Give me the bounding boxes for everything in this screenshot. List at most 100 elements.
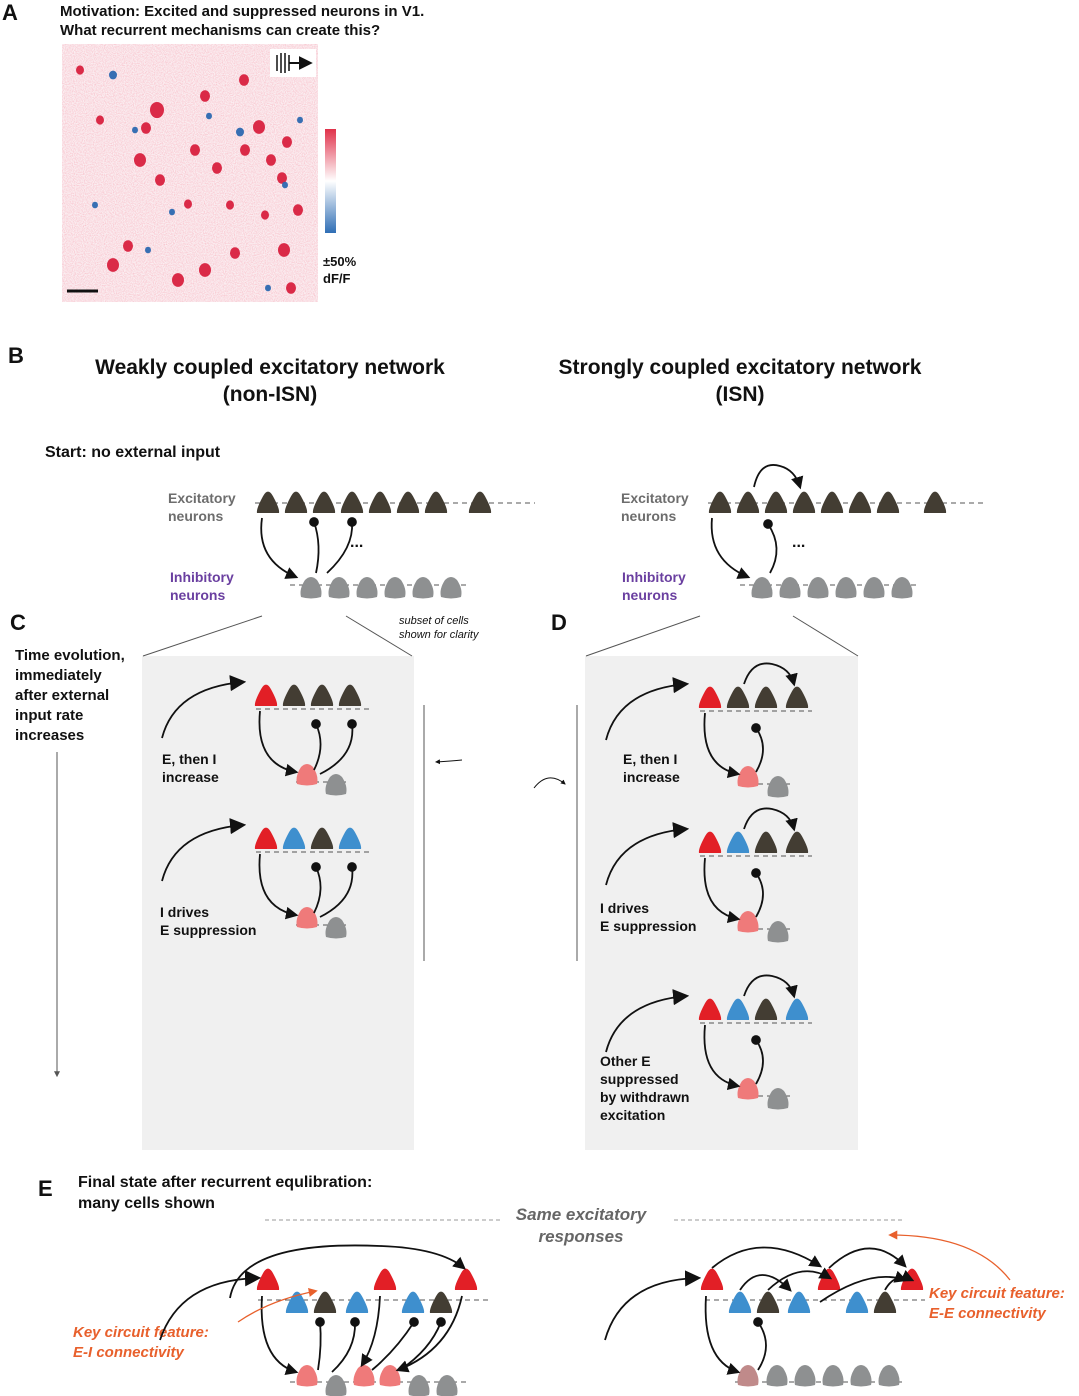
- excitatory-neuron: [708, 491, 732, 513]
- colorbar: [325, 129, 336, 233]
- c-step2-line1: I drives: [160, 904, 210, 920]
- excited-cell: [240, 144, 250, 156]
- excitatory-neuron: [313, 1291, 337, 1313]
- calcium-image: [62, 44, 318, 302]
- panel-letter-e: E: [38, 1176, 53, 1201]
- excited-cell: [155, 174, 165, 186]
- i-to-e-connection: [326, 517, 357, 574]
- panel-e-title-line2: many cells shown: [78, 1195, 215, 1212]
- inhibitory-neuron: [737, 1365, 759, 1387]
- panel-e-title-line1: Final state after recurrent equlibration…: [78, 1174, 373, 1191]
- same-responses-label: Same excitatory responses: [486, 1204, 676, 1248]
- d-step3-line4: excitation: [600, 1107, 666, 1123]
- excitatory-neuron: [340, 491, 364, 513]
- excited-cell: [212, 162, 222, 174]
- left-inh-label: Inhibitory neurons: [170, 568, 234, 604]
- inhibitory-neuron: [891, 577, 913, 599]
- time-line1: Time evolution,: [15, 647, 125, 664]
- d-step2-line2: E suppression: [600, 918, 697, 934]
- right-inh-line1: Inhibitory: [622, 569, 686, 585]
- excitatory-neuron: [923, 491, 947, 513]
- excited-cell: [293, 204, 303, 216]
- right-exc-label: Excitatory neurons: [621, 489, 689, 525]
- excited-cell: [226, 200, 234, 210]
- excited-cell: [184, 199, 192, 209]
- inhibitory-neuron: [440, 577, 462, 599]
- colorbar-scale-label: ±50% dF/F: [323, 253, 356, 287]
- time-line2: immediately: [15, 667, 102, 684]
- inhibitory-neuron: [412, 577, 434, 599]
- suppressed-cell: [282, 181, 288, 189]
- excited-cell: [253, 120, 265, 134]
- right-key-feature: Key circuit feature: E-E connectivity: [929, 1284, 1065, 1324]
- suppressed-cell: [206, 112, 212, 120]
- excitatory-neuron: [756, 1291, 780, 1313]
- suppressed-cell: [92, 201, 98, 209]
- d-step3-line2: suppressed: [600, 1071, 679, 1087]
- e-to-e-connection: [819, 1270, 908, 1303]
- suppressed-cell: [297, 116, 303, 124]
- d-step1-line1: E, then I: [623, 751, 678, 767]
- excitatory-neuron: [396, 491, 420, 513]
- d-step2-label: I drives E suppression: [600, 899, 696, 935]
- panel-letter-c: C: [10, 610, 26, 635]
- suppressed-cell: [169, 208, 175, 216]
- c-step1-line2: increase: [162, 769, 219, 785]
- d-step3-line1: Other E: [600, 1053, 651, 1069]
- excitatory-neuron: [820, 491, 844, 513]
- right-key-line2: E-E connectivity: [929, 1305, 1046, 1322]
- same-line2: responses: [538, 1227, 624, 1246]
- left-exc-line1: Excitatory: [168, 490, 236, 506]
- active-inhibitory-neuron: [296, 1365, 318, 1387]
- excitatory-neuron: [764, 491, 788, 513]
- e-to-e-connection: [884, 1270, 915, 1291]
- e-to-i-connection: [260, 517, 299, 579]
- inhibitory-neuron: [807, 577, 829, 599]
- colorbar-scale-line1: ±50%: [323, 254, 357, 269]
- suppressed-cell: [145, 246, 151, 254]
- same-line1: Same excitatory: [515, 1205, 647, 1224]
- excitatory-neuron: [873, 1291, 897, 1313]
- driven-excitatory-neuron: [817, 1268, 841, 1290]
- i-to-e-connection: [753, 1317, 767, 1371]
- excited-cell: [200, 90, 210, 102]
- i-to-e-connection: [315, 1317, 325, 1371]
- excited-cell: [123, 240, 133, 252]
- excited-cell: [76, 65, 84, 75]
- time-evolution-label: Time evolution, immediately after extern…: [15, 646, 125, 746]
- excited-cell: [230, 247, 240, 259]
- c-step1-line1: E, then I: [162, 751, 217, 767]
- driven-excitatory-neuron: [256, 1268, 280, 1290]
- inhibitory-neuron: [794, 1365, 816, 1387]
- e-to-i-connection: [704, 1295, 741, 1375]
- right-inh-line2: neurons: [622, 587, 678, 603]
- excited-cell: [190, 144, 200, 156]
- excitatory-neuron: [285, 1291, 309, 1313]
- external-input-arrow: [229, 1244, 466, 1299]
- excited-cell: [107, 258, 119, 272]
- right-network-header: Strongly coupled excitatory network (ISN…: [510, 354, 970, 408]
- excitatory-neuron: [845, 1291, 869, 1313]
- suppressed-cell: [109, 70, 117, 80]
- left-header-line1: Weakly coupled excitatory network: [95, 356, 445, 379]
- i-to-e-connection: [763, 519, 778, 574]
- inhibitory-neuron: [822, 1365, 844, 1387]
- i-to-e-connection: [309, 517, 320, 574]
- inhibitory-neuron: [863, 577, 885, 599]
- excitatory-neuron: [787, 1291, 811, 1313]
- panel-a-title-line2: What recurrent mechanisms can create thi…: [60, 22, 381, 39]
- excited-cell: [239, 74, 249, 86]
- d-step2-line1: I drives: [600, 900, 650, 916]
- e-to-e-connection: [767, 1267, 833, 1291]
- colorbar-scale-line2: dF/F: [323, 271, 351, 286]
- e-to-e-connection: [739, 1274, 792, 1292]
- excitatory-neuron: [312, 491, 336, 513]
- panel-a-title-line1: Motivation: Excited and suppressed neuro…: [60, 3, 425, 20]
- excitatory-neuron: [876, 491, 900, 513]
- d-step3-line3: by withdrawn: [600, 1089, 690, 1105]
- e-to-e-connection: [711, 1246, 823, 1269]
- start-label: Start: no external input: [45, 444, 221, 461]
- right-exc-line1: Excitatory: [621, 490, 689, 506]
- time-line5: increases: [15, 727, 85, 744]
- right-inh-label: Inhibitory neurons: [622, 568, 686, 604]
